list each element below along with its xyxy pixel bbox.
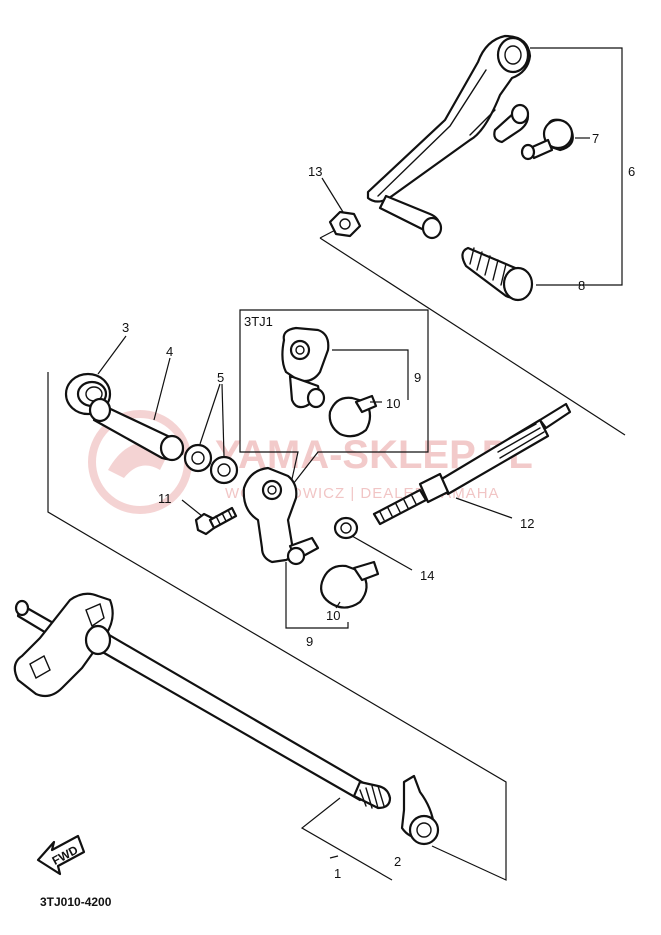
shift-rod-part-12: [372, 402, 572, 526]
inset-box: 3TJ1: [239, 309, 429, 489]
callout-9-top: 9: [414, 370, 421, 385]
fwd-arrow-icon: FWD: [36, 834, 86, 876]
footrest-rubber-part-8: [461, 246, 534, 302]
callout-13: 13: [308, 164, 322, 179]
callout-2: 2: [394, 854, 401, 869]
link-arm-part-9: [242, 466, 320, 566]
inset-joint-cap-part: [328, 394, 378, 438]
joint-cap-part-10: [320, 560, 380, 609]
nut-part-14: [333, 516, 359, 540]
inset-label: 3TJ1: [244, 314, 273, 329]
callout-10-top: 10: [386, 396, 400, 411]
spring-part-2: [400, 774, 440, 846]
shift-pedal-part: [366, 34, 532, 240]
callout-8: 8: [578, 278, 585, 293]
callout-1: 1: [334, 866, 341, 881]
callout-11: 11: [158, 491, 172, 506]
bearing-part-5a: [183, 443, 213, 473]
joint-part-7: [520, 118, 574, 161]
callout-5: 5: [217, 370, 224, 385]
callout-4: 4: [166, 344, 173, 359]
callout-12: 12: [520, 516, 534, 531]
bearing-part-5b: [209, 455, 239, 485]
callout-14: 14: [420, 568, 434, 583]
callout-3: 3: [122, 320, 129, 335]
bolt-part-11: [194, 506, 238, 536]
callout-10-bottom: 10: [326, 608, 340, 623]
leader-lines: [47, 47, 623, 881]
collar-part-4: [88, 397, 185, 462]
callout-6: 6: [628, 164, 635, 179]
diagram-code: 3TJ010-4200: [40, 895, 112, 909]
nut-part-13: [328, 210, 362, 238]
shift-shaft-part-1: [13, 592, 392, 810]
inset-link-arm-part: [281, 326, 330, 409]
callout-7: 7: [592, 131, 599, 146]
callout-9-bottom: 9: [306, 634, 313, 649]
